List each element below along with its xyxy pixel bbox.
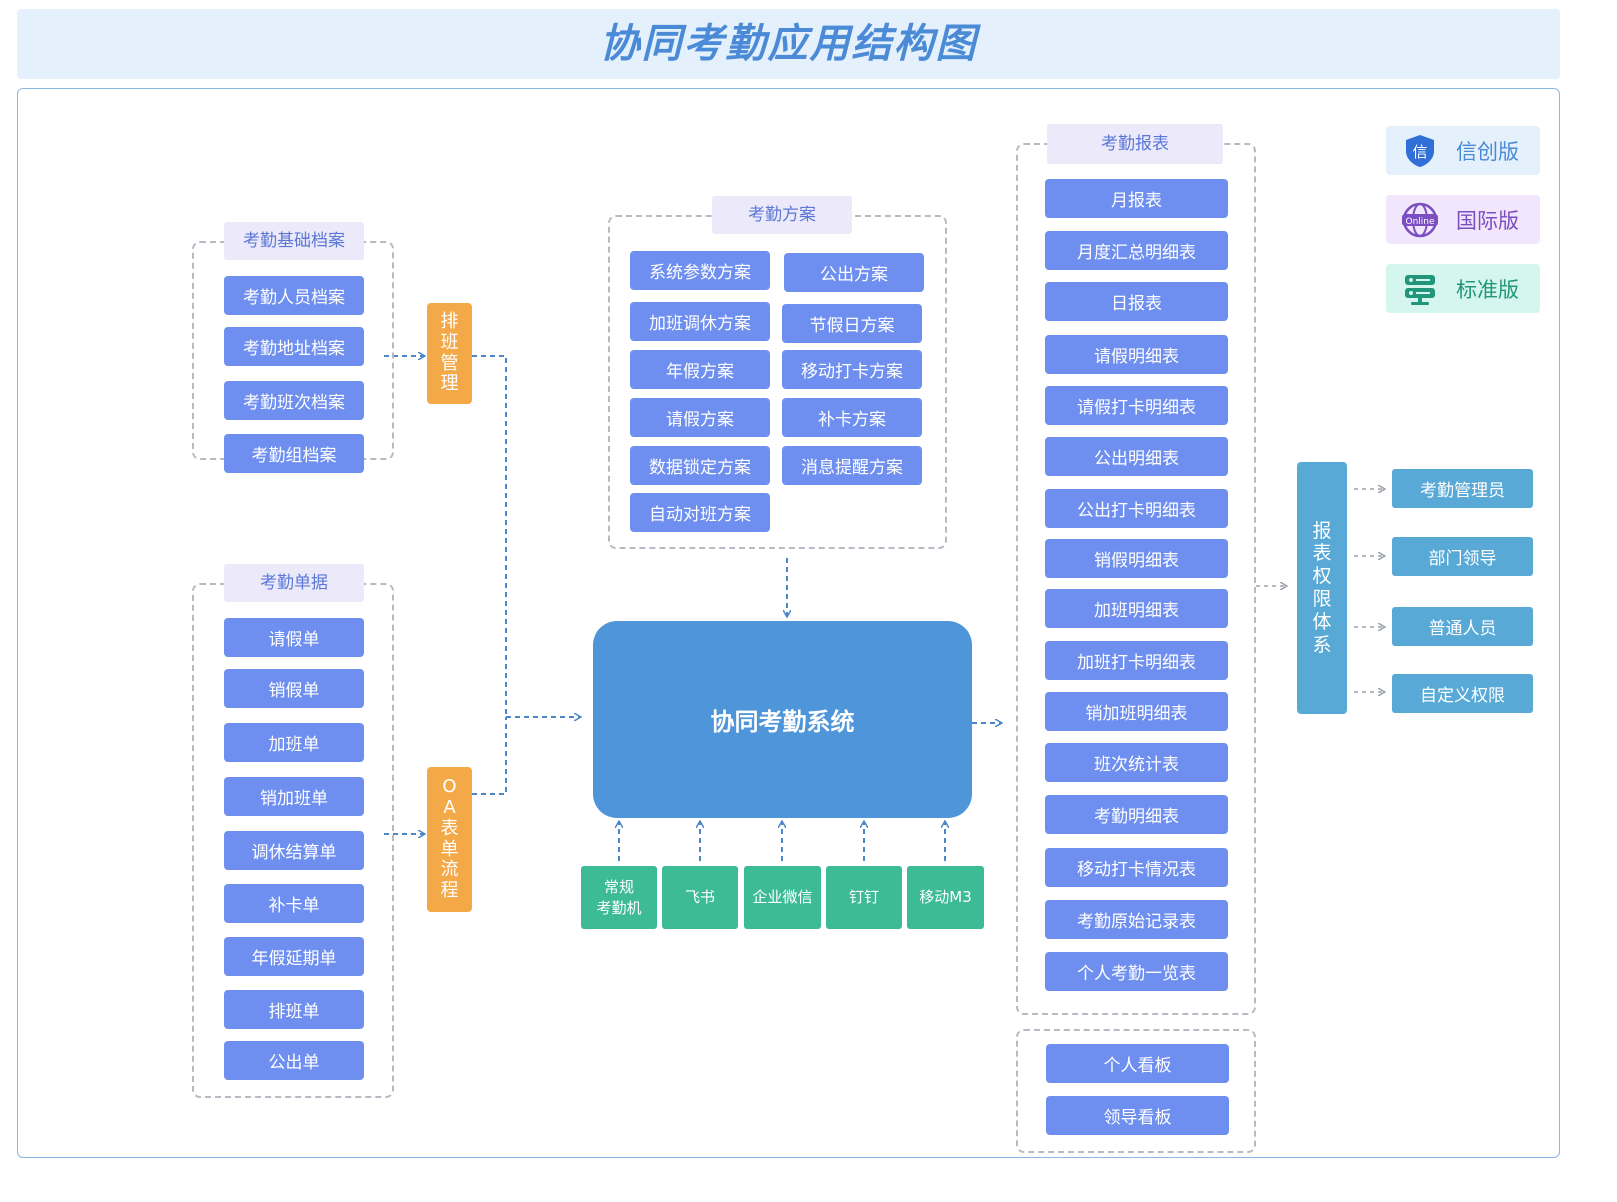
document-item[interactable]: 销加班单 (224, 777, 364, 816)
device-m3[interactable]: 移动M3 (907, 866, 984, 929)
archive-item[interactable]: 考勤班次档案 (224, 381, 364, 420)
core-system-label: 协同考勤系统 (710, 708, 855, 736)
scheme-item[interactable]: 移动打卡方案 (782, 350, 922, 389)
report-item[interactable]: 考勤原始记录表 (1045, 900, 1228, 939)
permission-label: 报表权限体系 (1312, 519, 1332, 656)
title-bar: 协同考勤应用结构图 (17, 9, 1560, 79)
svg-text:Online: Online (1405, 217, 1434, 227)
edition-label: 信创版 (1456, 139, 1519, 164)
page-title: 协同考勤应用结构图 (599, 21, 978, 67)
report-item[interactable]: 加班打卡明细表 (1045, 641, 1228, 680)
scheme-item[interactable]: 系统参数方案 (630, 251, 770, 290)
edition-standard[interactable]: 标准版 (1386, 264, 1540, 313)
role-item[interactable]: 自定义权限 (1392, 674, 1533, 713)
document-item[interactable]: 调休结算单 (224, 831, 364, 870)
report-item[interactable]: 请假打卡明细表 (1045, 386, 1228, 425)
role-item[interactable]: 普通人员 (1392, 607, 1533, 646)
device-attendance-machine[interactable]: 常规 考勤机 (581, 866, 657, 929)
edition-xinchuang[interactable]: 信 信创版 (1386, 126, 1540, 175)
server-icon (1400, 272, 1440, 306)
role-item[interactable]: 部门领导 (1392, 537, 1533, 576)
report-item[interactable]: 公出打卡明细表 (1045, 489, 1228, 528)
document-item[interactable]: 补卡单 (224, 884, 364, 923)
device-label: 钉钉 (848, 888, 879, 907)
scheme-item[interactable]: 年假方案 (630, 350, 770, 389)
device-dingtalk[interactable]: 钉钉 (826, 866, 902, 929)
scheme-item[interactable]: 公出方案 (784, 253, 924, 292)
svg-text:信: 信 (1412, 143, 1427, 161)
archive-item[interactable]: 考勤组档案 (224, 434, 364, 473)
line-oa-to-core (472, 717, 507, 795)
report-item[interactable]: 销加班明细表 (1045, 692, 1228, 731)
boards-group (1016, 1029, 1256, 1153)
scheme-item[interactable]: 数据锁定方案 (630, 446, 770, 485)
report-item[interactable]: 班次统计表 (1045, 743, 1228, 782)
scheme-item[interactable]: 请假方案 (630, 398, 770, 437)
board-item[interactable]: 个人看板 (1046, 1044, 1229, 1083)
report-item[interactable]: 移动打卡情况表 (1045, 848, 1228, 887)
document-item[interactable]: 加班单 (224, 723, 364, 762)
report-item[interactable]: 公出明细表 (1045, 437, 1228, 476)
scheme-item[interactable]: 节假日方案 (782, 304, 922, 343)
device-label: 企业微信 (752, 888, 813, 907)
line-scheduling-to-core (472, 355, 507, 717)
role-item[interactable]: 考勤管理员 (1392, 469, 1533, 508)
edition-international[interactable]: Online 国际版 (1386, 195, 1540, 244)
scheme-item[interactable]: 消息提醒方案 (782, 446, 922, 485)
documents-header: 考勤单据 (224, 564, 364, 602)
board-item[interactable]: 领导看板 (1046, 1096, 1229, 1135)
report-item[interactable]: 考勤明细表 (1045, 795, 1228, 834)
device-label: 移动M3 (919, 888, 972, 907)
oa-form-flow[interactable]: OA表单流程 (427, 767, 472, 912)
document-item[interactable]: 销假单 (224, 669, 364, 708)
edition-label: 国际版 (1456, 208, 1519, 233)
report-item[interactable]: 加班明细表 (1045, 589, 1228, 628)
permission-system[interactable]: 报表权限体系 (1297, 462, 1347, 714)
oa-flow-label: OA表单流程 (440, 776, 459, 901)
scheduling-management[interactable]: 排班管理 (427, 303, 472, 404)
report-item[interactable]: 请假明细表 (1045, 335, 1228, 374)
report-item[interactable]: 日报表 (1045, 282, 1228, 321)
device-feishu[interactable]: 飞书 (662, 866, 738, 929)
report-item[interactable]: 个人考勤一览表 (1045, 952, 1228, 991)
diagram-frame (17, 88, 1560, 1158)
report-item[interactable]: 月度汇总明细表 (1045, 231, 1228, 270)
online-globe-icon: Online (1400, 202, 1440, 238)
core-system[interactable]: 协同考勤系统 (593, 621, 972, 818)
document-item[interactable]: 公出单 (224, 1041, 364, 1080)
basic-archives-header: 考勤基础档案 (224, 222, 364, 260)
scheduling-label: 排班管理 (440, 311, 459, 395)
archive-item[interactable]: 考勤人员档案 (224, 276, 364, 315)
edition-label: 标准版 (1456, 277, 1519, 302)
document-item[interactable]: 年假延期单 (224, 937, 364, 976)
scheme-item[interactable]: 补卡方案 (782, 398, 922, 437)
document-item[interactable]: 排班单 (224, 990, 364, 1029)
device-label: 常规 考勤机 (596, 878, 642, 917)
device-wecom[interactable]: 企业微信 (744, 866, 821, 929)
scheme-item[interactable]: 加班调休方案 (630, 302, 770, 341)
report-item[interactable]: 月报表 (1045, 179, 1228, 218)
device-label: 飞书 (684, 888, 715, 907)
archive-item[interactable]: 考勤地址档案 (224, 327, 364, 366)
scheme-item[interactable]: 自动对班方案 (630, 493, 770, 532)
report-item[interactable]: 销假明细表 (1045, 539, 1228, 578)
shield-icon: 信 (1400, 133, 1440, 169)
reports-header: 考勤报表 (1047, 124, 1223, 164)
document-item[interactable]: 请假单 (224, 618, 364, 657)
schemes-header: 考勤方案 (712, 196, 852, 234)
